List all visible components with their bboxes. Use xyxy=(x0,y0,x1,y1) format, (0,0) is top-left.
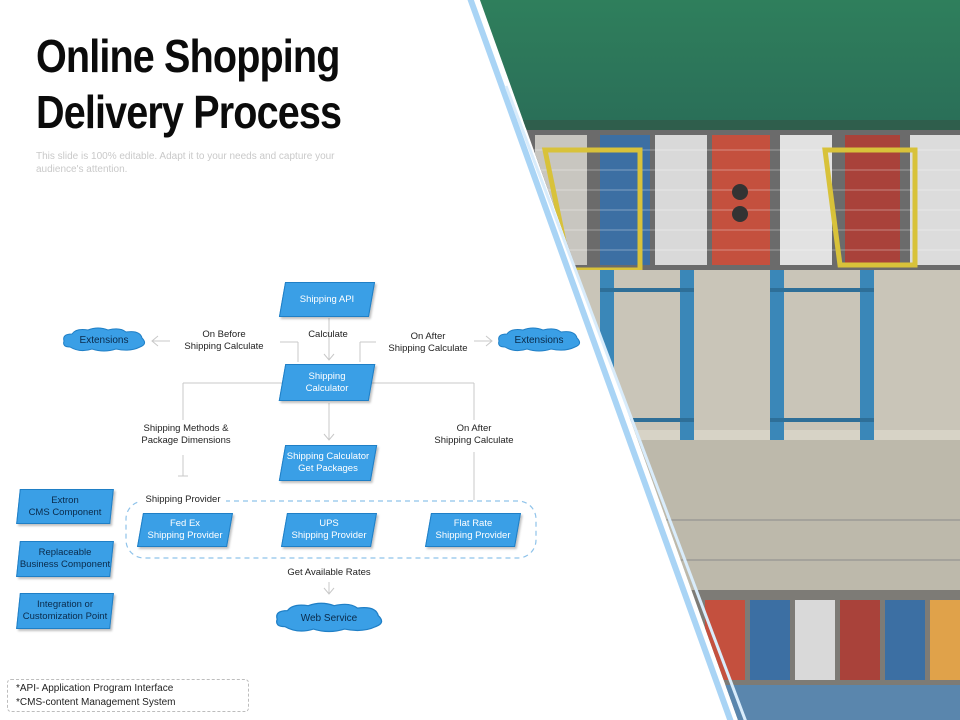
provider-group-label: Shipping Provider xyxy=(140,494,226,506)
cloud-icon xyxy=(276,602,383,633)
methods-label: Shipping Methods &Package Dimensions xyxy=(141,423,231,446)
extensions-cloud-right: Extensions xyxy=(495,327,583,353)
cloud-icon xyxy=(498,327,581,352)
slide-title: Online Shopping Delivery Process xyxy=(36,30,342,138)
get-rates-label: Get Available Rates xyxy=(287,567,371,578)
web-service-cloud: Web Service xyxy=(272,602,386,634)
calculate-label: Calculate xyxy=(308,329,348,340)
cloud-icon xyxy=(63,327,146,352)
shipping-api-box: Shipping API xyxy=(278,282,376,317)
accent-stripe xyxy=(504,85,747,720)
slide-subtitle: This slide is 100% editable. Adapt it to… xyxy=(36,151,335,175)
accent-stripe xyxy=(467,0,734,720)
extensions-cloud-left: Extensions xyxy=(60,327,148,353)
footnote: *API- Application Program Interface *CMS… xyxy=(7,679,249,712)
